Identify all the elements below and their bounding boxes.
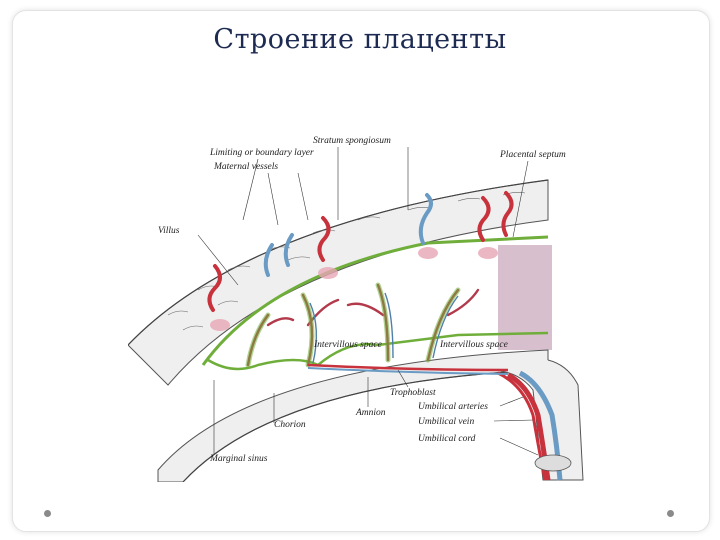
label-chorion: Chorion (274, 420, 306, 430)
label-limiting-layer: Limiting or boundary layer (209, 148, 314, 158)
placenta-illustration: Stratum spongiosum Limiting or boundary … (128, 125, 592, 482)
label-umbilical-arteries: Umbilical arteries (418, 402, 488, 412)
label-placental-septum: Placental septum (499, 150, 566, 160)
label-umbilical-cord: Umbilical cord (418, 434, 476, 444)
placenta-diagram: Stratum spongiosum Limiting or boundary … (128, 125, 592, 482)
label-villus: Villus (158, 226, 180, 236)
label-marginal-sinus: Marginal sinus (209, 454, 268, 464)
slide-title: Строение плаценты (0, 24, 720, 55)
label-maternal-vessels: Maternal vessels (213, 162, 278, 172)
corner-dot-left (44, 510, 51, 517)
corner-dot-right (667, 510, 674, 517)
label-stratum-spongiosum: Stratum spongiosum (313, 136, 391, 146)
label-intervillous-space-left: Intervillous space (313, 340, 382, 350)
label-trophoblast: Trophoblast (390, 388, 436, 398)
label-intervillous-space-right: Intervillous space (439, 340, 508, 350)
label-amnion: Amnion (355, 408, 386, 418)
label-umbilical-vein: Umbilical vein (418, 417, 474, 427)
